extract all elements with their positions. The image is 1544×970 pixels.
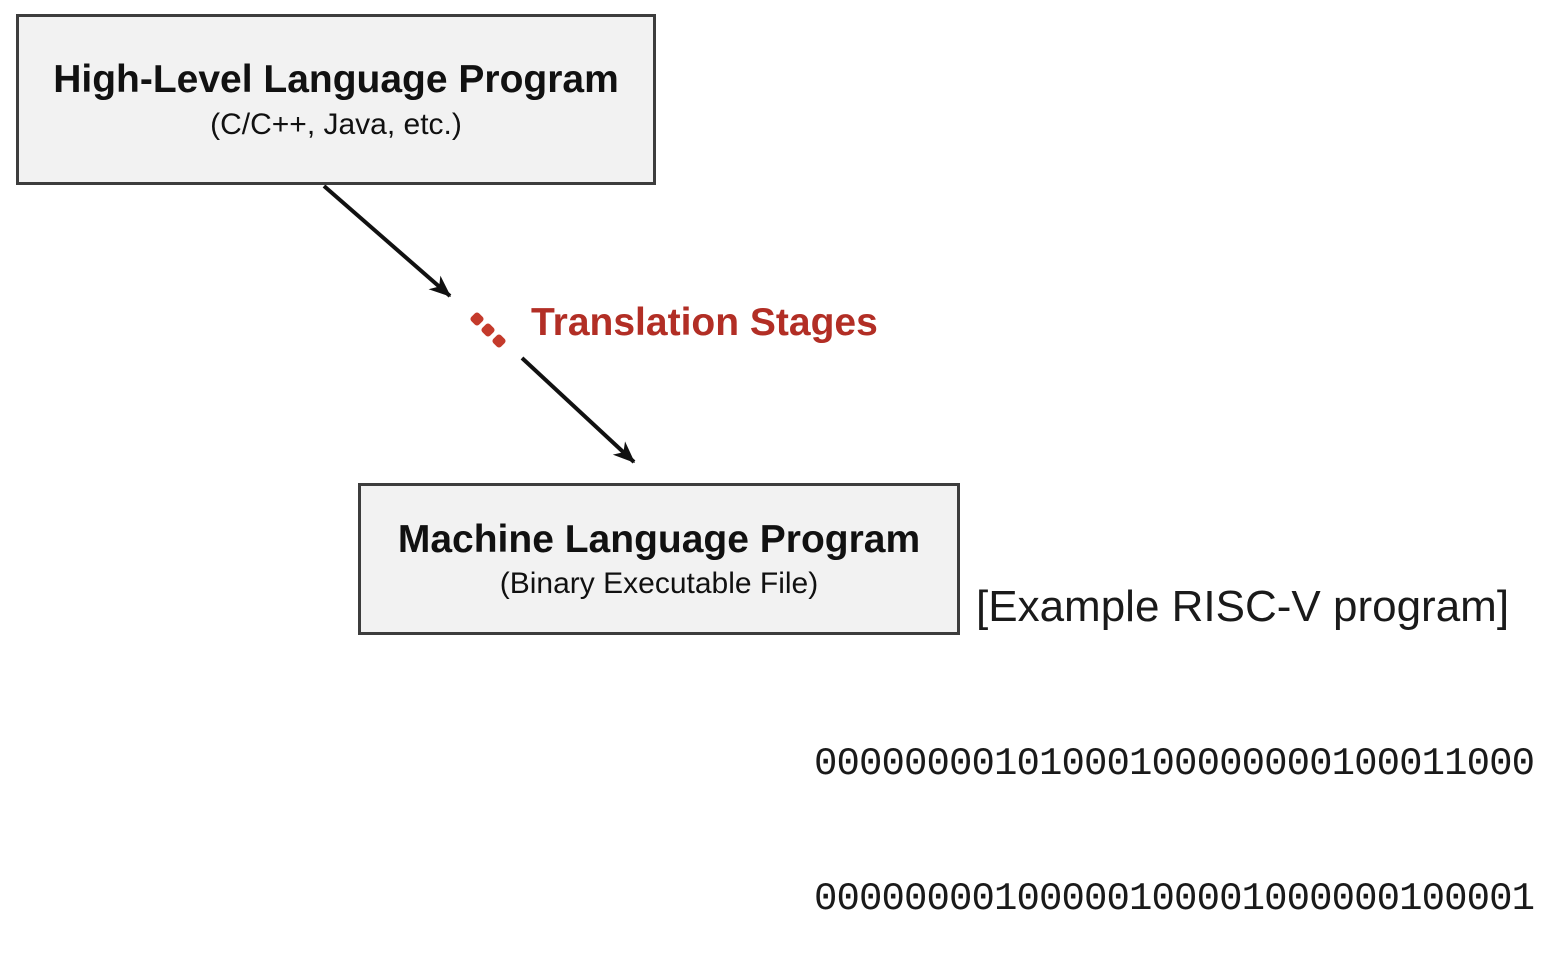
machine-language-subtitle: (Binary Executable File) bbox=[499, 567, 819, 601]
binary-line: 00000000101000100000000100011000 bbox=[814, 742, 1535, 786]
binary-program: 00000000101000100000000100011000 0000000… bbox=[814, 652, 1535, 970]
high-level-language-subtitle: (C/C++, Java, etc.) bbox=[210, 107, 462, 141]
arrow-stages-to-machine bbox=[520, 356, 636, 464]
arrow-source-to-stages bbox=[322, 184, 452, 298]
high-level-language-box: High-Level Language Program (C/C++, Java… bbox=[16, 14, 656, 185]
machine-language-box: Machine Language Program (Binary Executa… bbox=[358, 483, 960, 635]
translation-stages-label: Translation Stages bbox=[531, 301, 878, 344]
machine-language-title: Machine Language Program bbox=[397, 517, 921, 561]
binary-line: 00000000100000100001000000100001 bbox=[814, 877, 1535, 921]
example-riscv-caption: [Example RISC-V program] bbox=[976, 582, 1510, 631]
translation-dots-icon bbox=[470, 312, 506, 348]
high-level-language-title: High-Level Language Program bbox=[53, 58, 619, 102]
